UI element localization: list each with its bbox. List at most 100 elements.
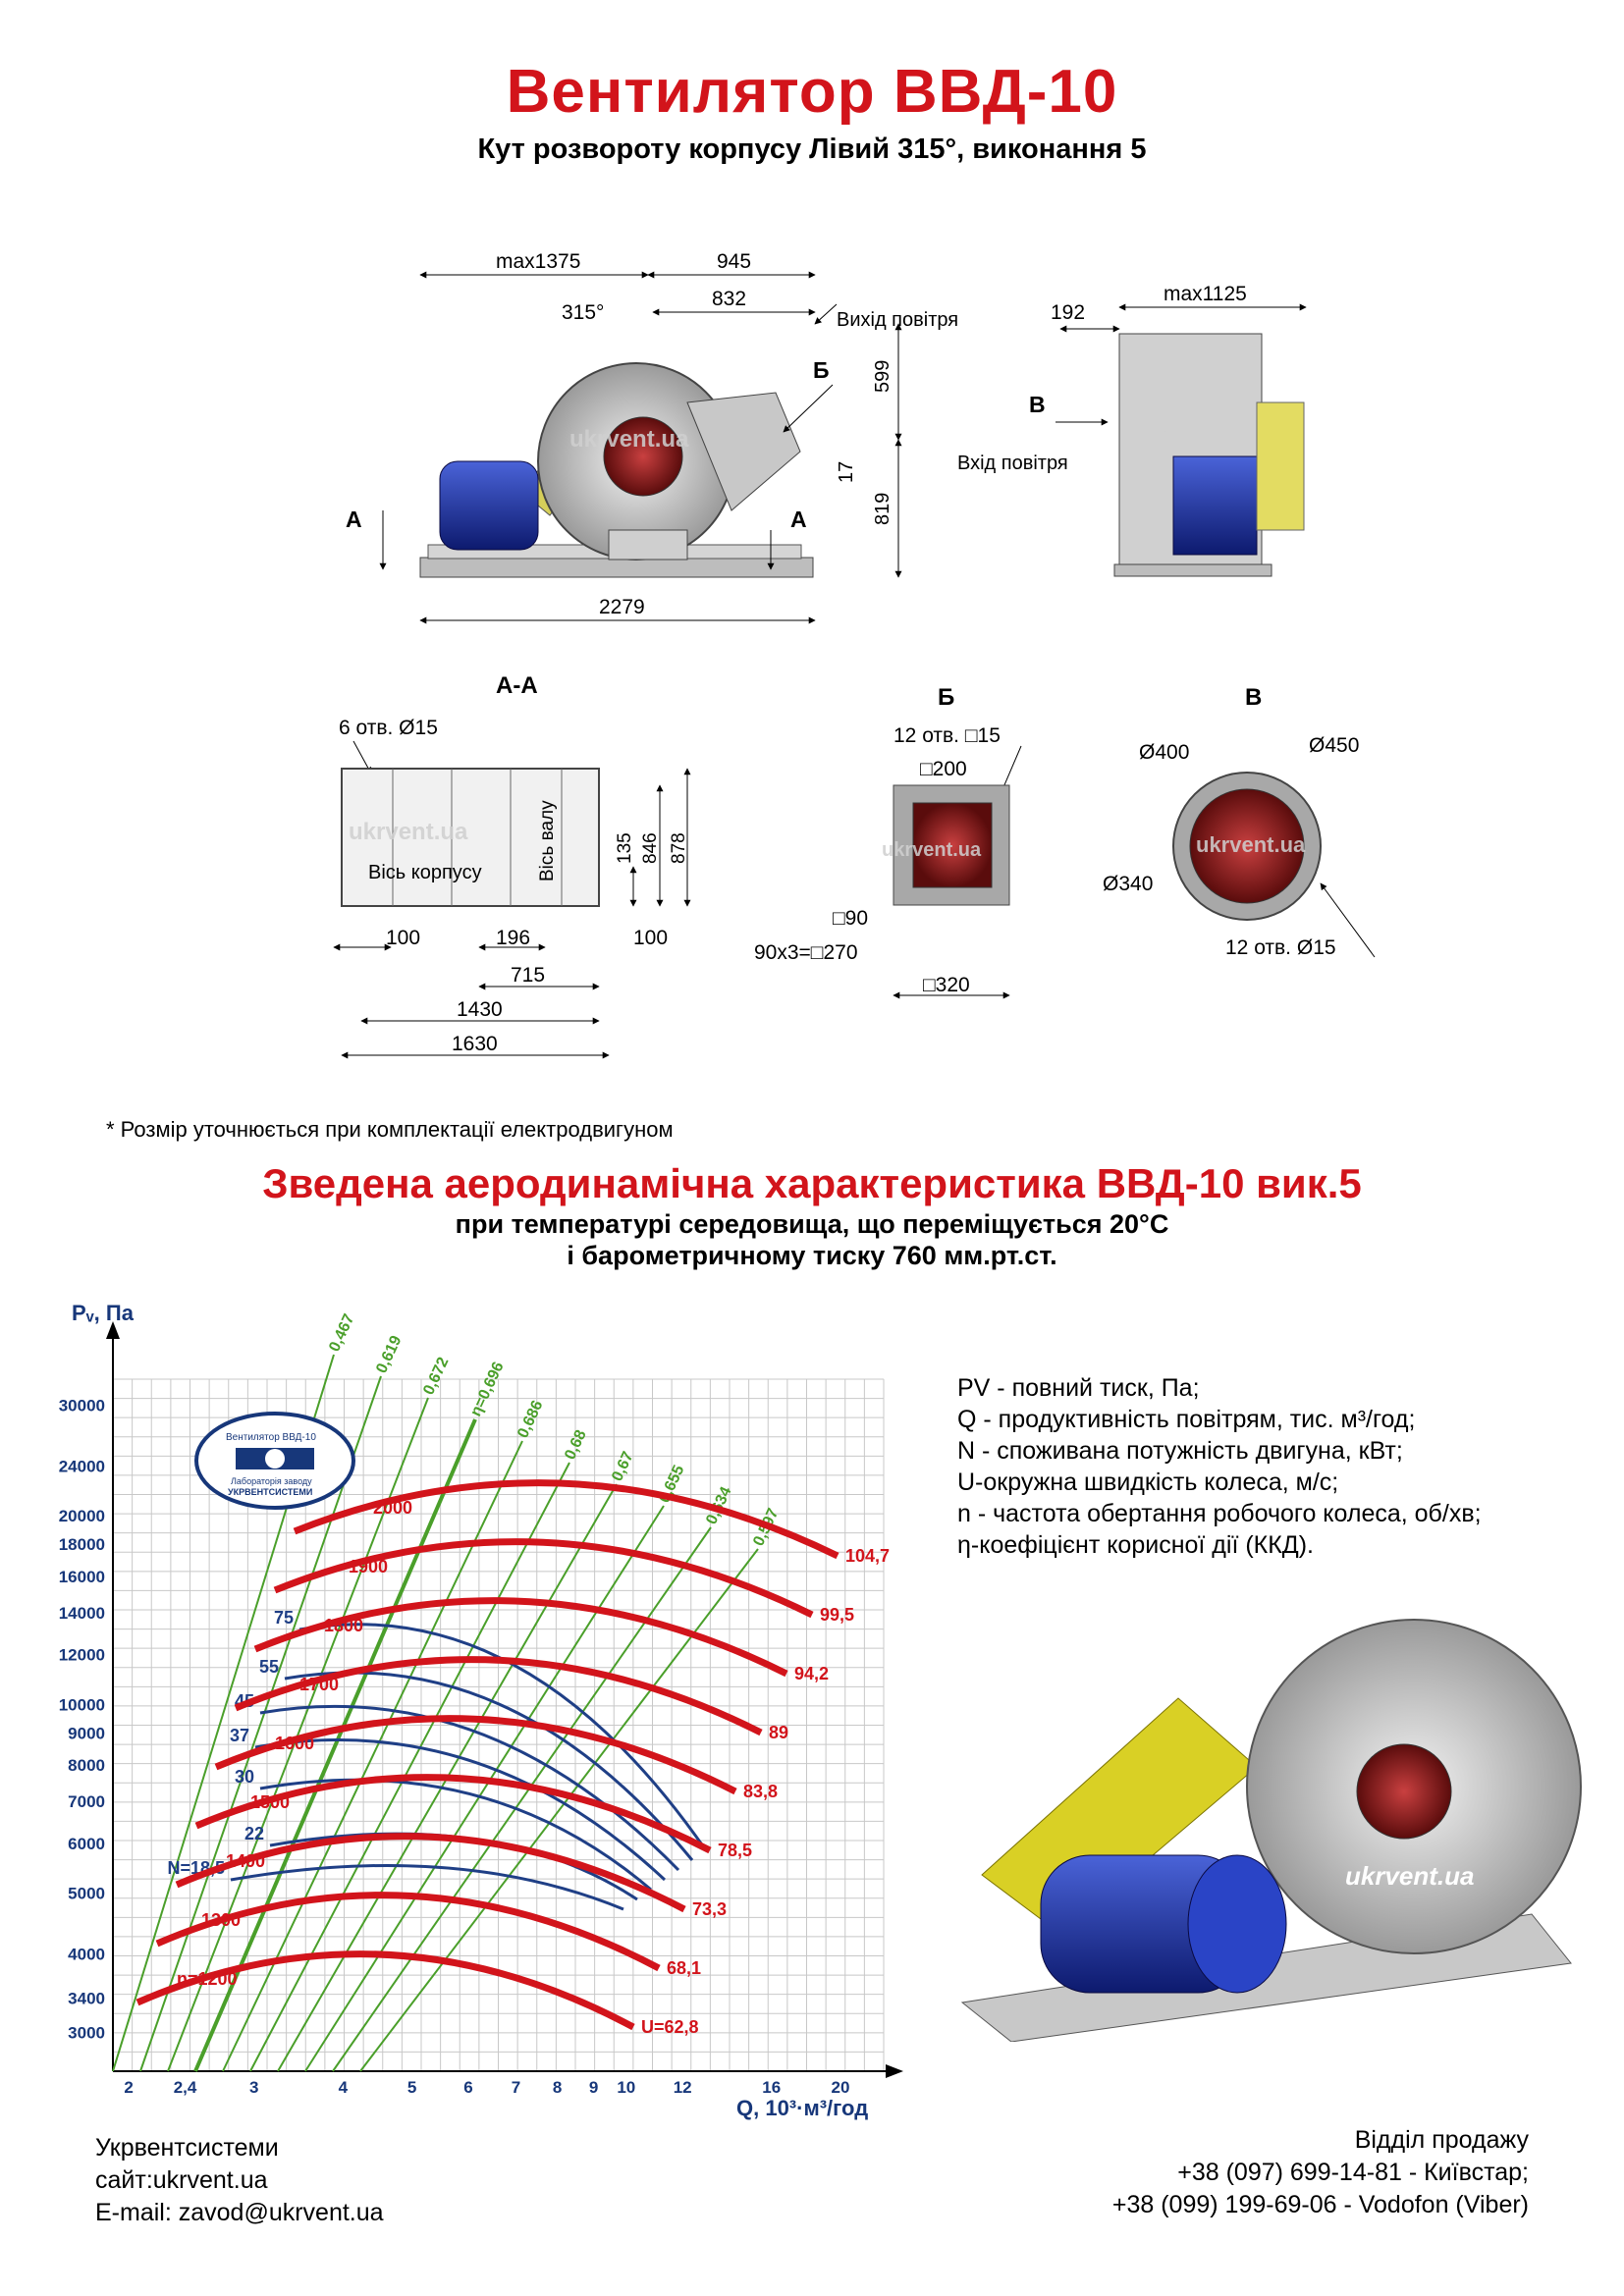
dim-945: 945 [717, 250, 751, 273]
y-tick-label: 20000 [59, 1507, 105, 1525]
d340-label: Ø340 [1103, 873, 1153, 895]
y-tick-label: 4000 [68, 1945, 105, 1963]
power-curve [298, 1623, 708, 1851]
footer-contacts: Укрвентсистеми сайт:ukrvent.ua E-mail: z… [95, 2132, 384, 2229]
x-tick-label: 9 [589, 2078, 598, 2097]
dim-819: 819 [872, 493, 893, 525]
speed-curve [253, 1597, 788, 1678]
efficiency-line [167, 1397, 429, 2072]
speed-label: 1400 [226, 1851, 265, 1871]
section-aa-title: А-А [496, 672, 538, 699]
section-v-title: В [1245, 684, 1262, 711]
speed-label: 1600 [275, 1734, 314, 1753]
x-tick-label: 8 [553, 2078, 562, 2097]
x-axis-label: Q, 10³·м³/год [736, 2096, 868, 2120]
logo-text-1: Вентилятор ВВД-10 [226, 1432, 316, 1443]
speed-label: 1900 [349, 1557, 388, 1576]
y-axis: Pᵥ, Па3000024000200001800016000140001200… [59, 1301, 135, 2071]
legend-pv: PV - повний тиск, Па; [957, 1374, 1200, 1402]
efficiency-line [249, 1462, 570, 2072]
dim-270: 90х3=□270 [754, 941, 858, 964]
speed-label: 1800 [324, 1616, 363, 1635]
dim-832: 832 [712, 288, 746, 310]
x-tick-label: 3 [249, 2078, 258, 2097]
x-tick-label: 7 [512, 2078, 520, 2097]
x-tick-label: 10 [617, 2078, 635, 2097]
speed-curve [175, 1833, 686, 1913]
fan-illustration: ukrvent.ua [960, 1619, 1582, 2042]
y-tick-label: 9000 [68, 1724, 105, 1742]
aero-subtitle-1: при температурі середовища, що переміщує… [455, 1209, 1169, 1239]
efficiency-line [139, 1375, 382, 2072]
section-b-title: Б [938, 684, 954, 711]
b-holes: 12 отв. □15 [893, 724, 1001, 747]
efficiency-label: 0,467 [326, 1311, 357, 1355]
watermark: ukrvent.ua [349, 819, 468, 845]
velocity-label: 94,2 [794, 1664, 829, 1683]
speed-curves: n=1200U=62,8130068,1140073,3150078,51600… [135, 1479, 890, 2037]
x-tick-label: 16 [762, 2078, 781, 2097]
page-title: Вентилятор ВВД-10 [506, 58, 1118, 126]
speed-curve [194, 1774, 712, 1854]
speed-curve [234, 1656, 763, 1736]
legend-eta: η-коефіцієнт корисної дії (ККД). [957, 1531, 1314, 1559]
legend: PV - повний тиск, Па; Q - продуктивність… [957, 1372, 1482, 1561]
watermark: ukrvent.ua [882, 839, 982, 861]
email[interactable]: E-mail: zavod@ukrvent.ua [95, 2199, 384, 2226]
y-tick-label: 12000 [59, 1646, 105, 1665]
x-axis-arrow [886, 2064, 903, 2078]
efficiency-label: 0,686 [514, 1398, 546, 1441]
speed-label: 1300 [201, 1910, 241, 1930]
velocity-label: U=62,8 [641, 2017, 699, 2037]
power-label: 75 [274, 1608, 294, 1628]
watermark: ukrvent.ua [1129, 421, 1249, 448]
legend-n: N - споживана потужність двигуна, кВт; [957, 1437, 1403, 1465]
velocity-label: 83,8 [743, 1782, 778, 1801]
aero-title: Зведена аеродинамічна характеристика ВВД… [262, 1160, 1362, 1206]
dim-599: 599 [872, 360, 893, 393]
power-curve [259, 1778, 652, 1892]
y-tick-label: 5000 [68, 1885, 105, 1903]
d400-label: Ø400 [1139, 741, 1189, 764]
y-tick-label: 18000 [59, 1535, 105, 1554]
power-label: 30 [235, 1767, 254, 1787]
section-b: Б 12 отв. □15 □200 ukrvent.ua □90 90х3=□… [754, 684, 1022, 999]
angle-label: 315° [562, 301, 604, 324]
x-tick-label: 20 [832, 2078, 850, 2097]
x-tick-label: 12 [674, 2078, 692, 2097]
dim-196: 196 [496, 927, 530, 949]
efficiency-line [304, 1505, 665, 2072]
velocity-label: 104,7 [845, 1546, 890, 1566]
power-curve [259, 1704, 680, 1872]
y-tick-label: 6000 [68, 1835, 105, 1853]
section-a-left: A [346, 507, 362, 532]
power-curve [230, 1863, 624, 1911]
section-aa: А-А 6 отв. Ø15 Вісь корпусу Вісь валу uk… [333, 672, 691, 1059]
dim-320: □320 [923, 974, 970, 996]
watermark: ukrvent.ua [1196, 832, 1306, 857]
technical-drawings: ukrvent.ua max1375 945 832 315° Вихід по… [333, 250, 1376, 1059]
axis-shaft-label: Вісь валу [537, 800, 558, 881]
phone-kyivstar[interactable]: +38 (097) 699-14-81 - Київстар; [1177, 2159, 1529, 2186]
dim-max1375: max1375 [496, 250, 580, 273]
aa-holes: 6 отв. Ø15 [339, 717, 438, 739]
aero-chart: Pᵥ, Па3000024000200001800016000140001200… [59, 1301, 903, 2120]
sales-dept: Відділ продажу [1354, 2126, 1529, 2154]
y-tick-label: 16000 [59, 1568, 105, 1586]
website[interactable]: сайт:ukrvent.ua [95, 2166, 268, 2194]
efficiency-label: 0,68 [562, 1427, 590, 1462]
speed-curve [293, 1479, 839, 1560]
dim-17: 17 [836, 461, 857, 483]
side-view: ukrvent.ua 192 max1125 B Вхід повітря [957, 283, 1307, 577]
phone-vodafone[interactable]: +38 (099) 199-69-06 - Vodofon (Viber) [1111, 2191, 1529, 2218]
x-tick-label: 6 [463, 2078, 472, 2097]
speed-label: 1500 [250, 1792, 290, 1812]
speed-curve [155, 1892, 661, 1972]
efficiency-line [222, 1440, 523, 2072]
dim-2279: 2279 [599, 596, 645, 618]
y-tick-label: 14000 [59, 1604, 105, 1623]
section-a-right: A [790, 507, 807, 532]
y-tick-label: 7000 [68, 1792, 105, 1811]
velocity-label: 73,3 [692, 1899, 727, 1919]
